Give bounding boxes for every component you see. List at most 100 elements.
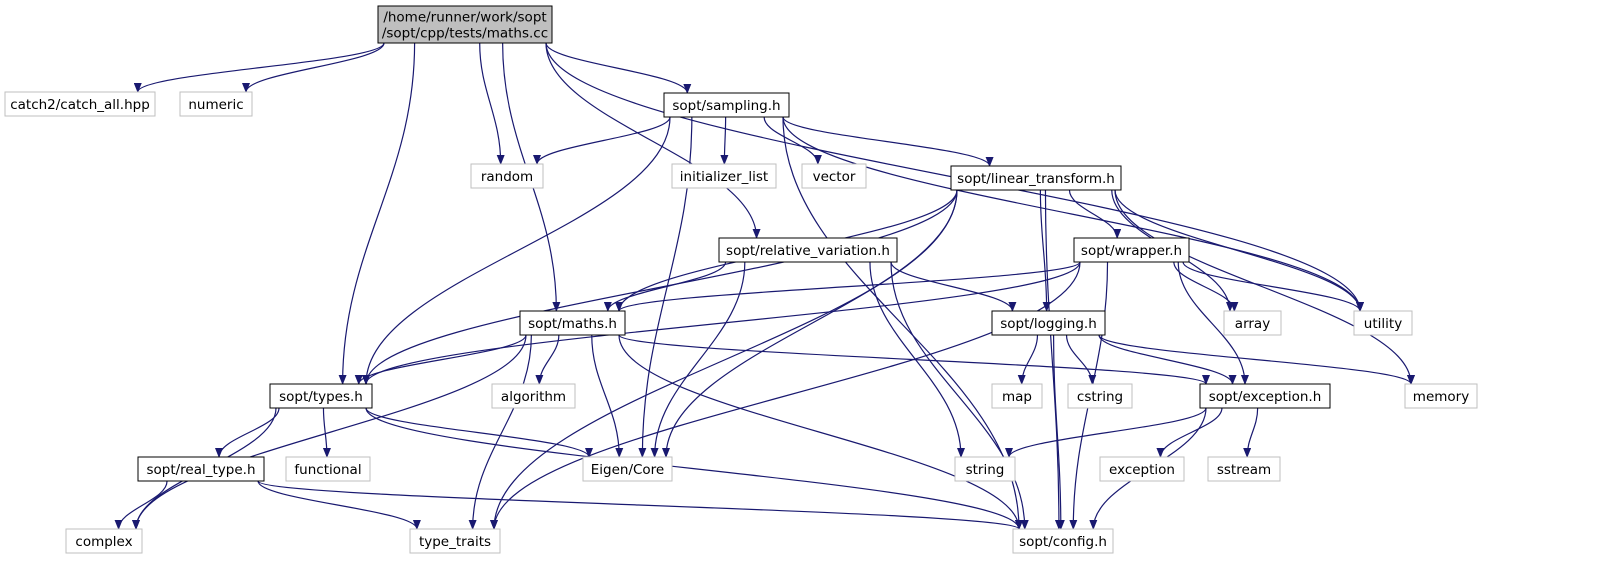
node-label: catch2/catch_all.hpp: [10, 97, 150, 113]
include-edge: [1098, 334, 1415, 385]
include-edge: [362, 116, 671, 385]
include-edge-path: [1039, 189, 1051, 312]
include-edge: [479, 42, 505, 165]
include-edge-path: [603, 261, 727, 312]
include-edge-path: [720, 116, 729, 165]
include-edge-path: [763, 116, 822, 165]
include-edge: [782, 116, 1364, 312]
node-label: type_traits: [419, 534, 491, 550]
node-label: complex: [75, 534, 132, 550]
node-box: [1099, 456, 1185, 482]
include-edge: [603, 261, 727, 312]
node-label: sopt/logging.h: [1000, 316, 1097, 332]
include-edge: [615, 261, 1081, 312]
node-box: [1223, 310, 1282, 336]
include-edge-path: [650, 261, 746, 458]
node-label: sopt/relative_variation.h: [726, 243, 890, 259]
internal-header-node[interactable]: sopt/types.h: [269, 383, 373, 409]
include-edge: [1156, 407, 1223, 458]
node-box: [1012, 528, 1114, 554]
include-edge: [362, 189, 958, 385]
include-edge: [365, 407, 1023, 530]
node-box: [954, 456, 1016, 482]
include-edge: [533, 116, 671, 165]
include-edge: [1114, 189, 1415, 385]
node-label: functional: [294, 462, 361, 478]
include-edge-path: [490, 261, 1081, 530]
internal-header-node[interactable]: sopt/sampling.h: [663, 92, 790, 118]
internal-header-node[interactable]: sopt/linear_transform.h: [950, 165, 1122, 191]
include-edge: [490, 189, 958, 530]
include-edge-path: [362, 189, 958, 385]
external-header-node: algorithm: [491, 383, 576, 409]
node-box: [582, 456, 673, 482]
include-edge: [1177, 261, 1249, 385]
node-box: [663, 92, 790, 118]
include-edge: [535, 334, 560, 385]
include-edge: [215, 407, 280, 458]
include-edge-path: [615, 261, 1081, 312]
include-edge-path: [890, 261, 1017, 312]
node-box: [1404, 383, 1478, 409]
node-label: sopt/config.h: [1019, 534, 1107, 550]
internal-header-node[interactable]: sopt/logging.h: [991, 310, 1106, 336]
internal-header-node[interactable]: sopt/relative_variation.h: [718, 237, 898, 263]
external-header-node: catch2/catch_all.hpp: [4, 91, 156, 117]
include-edge: [322, 407, 331, 458]
include-edge: [365, 407, 593, 458]
include-edge-path: [354, 334, 527, 385]
include-edge: [1044, 189, 1063, 530]
include-edge-path: [1114, 189, 1364, 312]
include-edge-path: [257, 480, 1023, 530]
include-edge-path: [545, 42, 761, 239]
include-edge-path: [365, 407, 593, 458]
include-edge: [782, 116, 994, 167]
node-label: Eigen/Core: [591, 462, 665, 478]
include-edge: [132, 334, 527, 530]
include-edge: [1068, 189, 1122, 239]
include-edge: [1052, 334, 1065, 530]
include-edge: [618, 334, 1023, 530]
node-box: [1199, 383, 1331, 409]
external-header-node: vector: [801, 163, 867, 189]
internal-header-node[interactable]: sopt/maths.h: [519, 310, 626, 336]
internal-header-node[interactable]: sopt/wrapper.h: [1073, 237, 1190, 263]
node-box: [950, 165, 1122, 191]
external-header-node: numeric: [179, 91, 253, 117]
include-edge: [890, 261, 1017, 312]
node-label: /home/runner/work/sopt: [383, 10, 546, 26]
external-header-node: array: [1223, 310, 1282, 336]
include-edge: [1173, 261, 1239, 312]
node-layer: /home/runner/work/sopt/sopt/cpp/tests/ma…: [4, 5, 1478, 554]
include-edge-path: [618, 334, 1210, 385]
include-edge-path: [338, 42, 416, 385]
include-edge-path: [215, 407, 280, 458]
external-header-node: utility: [1353, 310, 1413, 336]
node-box: [991, 383, 1043, 409]
include-edge-path: [468, 334, 532, 530]
include-edge-path: [132, 334, 527, 530]
internal-header-node[interactable]: sopt/exception.h: [1199, 383, 1331, 409]
include-edge-path: [1052, 334, 1065, 530]
include-edge: [545, 42, 761, 239]
include-edge-path: [362, 261, 1081, 385]
include-edge-path: [618, 334, 1023, 530]
node-label: utility: [1364, 316, 1402, 332]
include-edge: [354, 334, 527, 385]
external-header-node: sstream: [1207, 456, 1281, 482]
internal-header-node[interactable]: sopt/real_type.h: [137, 456, 265, 482]
node-box: [179, 91, 253, 117]
external-header-node: exception: [1099, 456, 1185, 482]
include-edge-path: [545, 42, 692, 94]
node-box: [470, 163, 544, 189]
include-edge: [650, 261, 746, 458]
node-label: sopt/real_type.h: [146, 462, 255, 478]
include-edge: [720, 116, 729, 165]
include-edge: [362, 261, 1081, 385]
external-header-node: initializer_list: [671, 163, 777, 189]
node-box: [718, 237, 898, 263]
include-edge-path: [1182, 261, 1364, 312]
include-edge-path: [1044, 189, 1063, 530]
include-edge: [338, 42, 416, 385]
